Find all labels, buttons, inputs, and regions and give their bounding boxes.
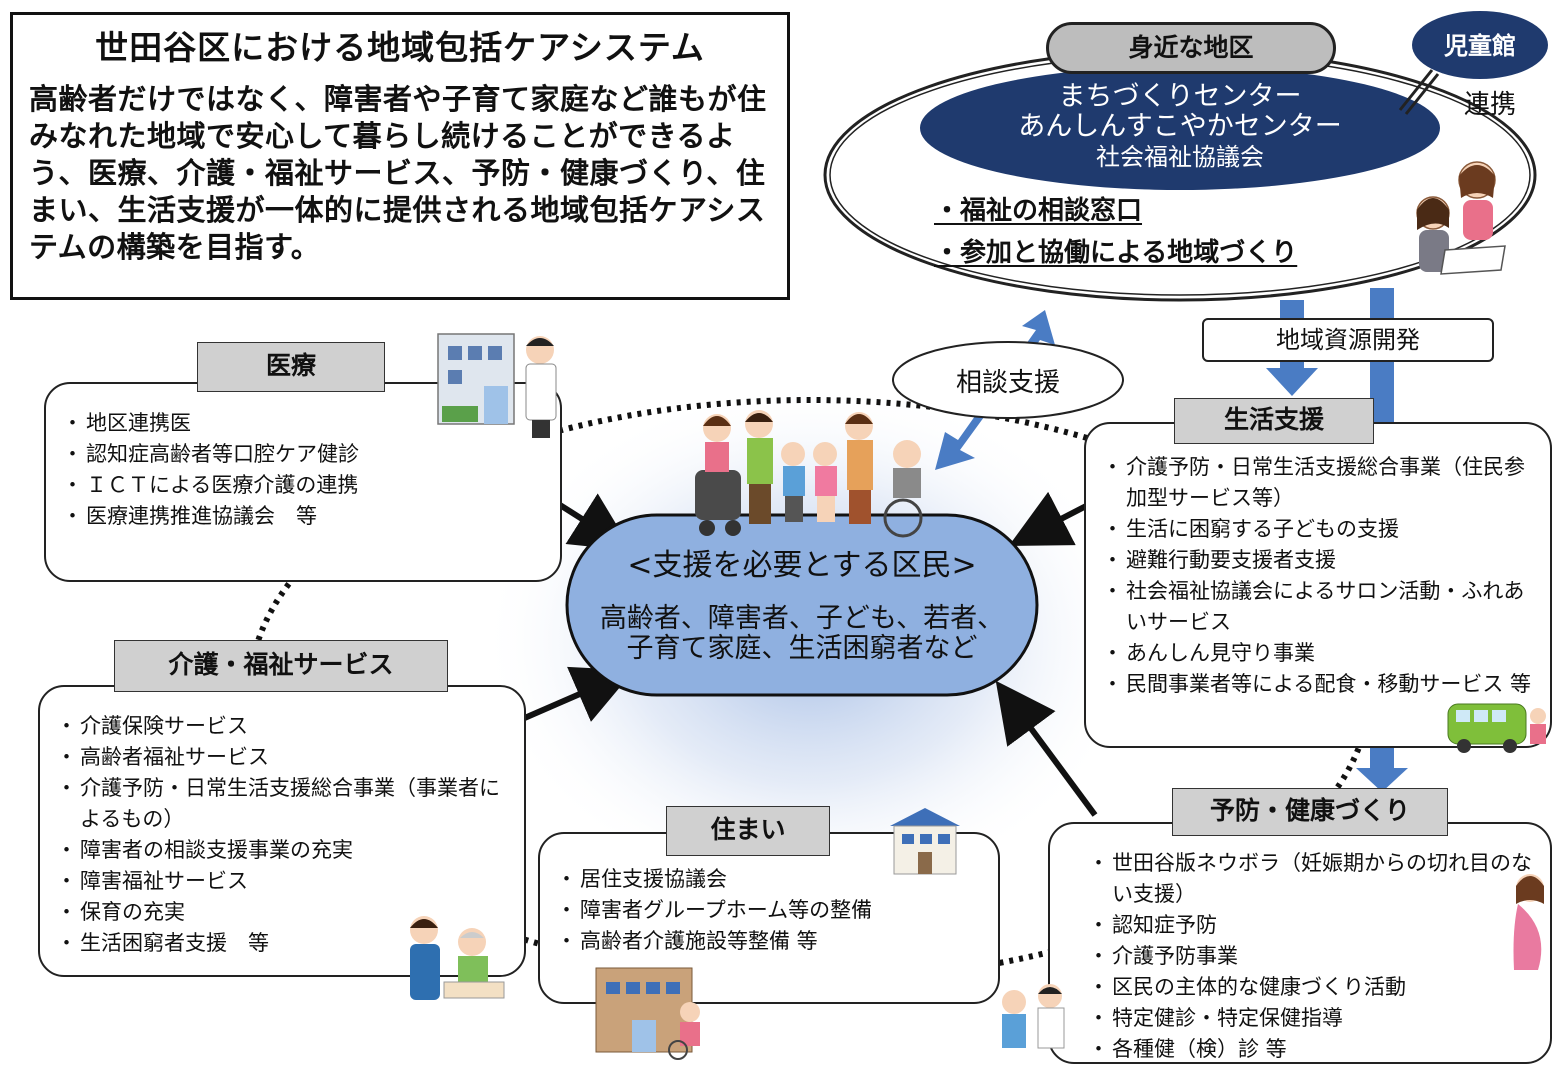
district-centers: まちづくりセンター あんしんすこやかセンター 社会福祉協議会 bbox=[960, 82, 1400, 172]
caregiver-icon bbox=[410, 916, 505, 1000]
center-machizukuri: まちづくりセンター bbox=[1058, 81, 1302, 112]
arrow-seikatsu bbox=[1008, 491, 1090, 547]
sumai-label: 住まい bbox=[666, 806, 830, 856]
seikatsu-item: 生活に困窮する子どもの支援 bbox=[1102, 514, 1542, 545]
center-body-line2: 子育て家庭、生活困窮者など bbox=[626, 633, 978, 664]
bus-icon bbox=[1447, 703, 1546, 753]
sumai-item: 高齢者介護施設等整備 等 bbox=[556, 926, 872, 957]
district-item-soudan: ・福祉の相談窓口 bbox=[934, 196, 1143, 226]
yobo-item: 特定健診・特定保健指導 bbox=[1088, 1003, 1544, 1034]
soudan-ellipse bbox=[892, 341, 1124, 419]
center-anshin: あんしんすこやかセンター bbox=[1018, 111, 1342, 142]
yobo-item: 認知症予防 bbox=[1088, 910, 1544, 941]
center-body: 高齢者、障害者、子ども、若者、 子育て家庭、生活困窮者など bbox=[567, 604, 1037, 664]
kaigo-item: 保育の充実 bbox=[56, 897, 516, 928]
renkei-label: 連携 bbox=[1464, 90, 1517, 120]
iryo-box: 地区連携医 認知症高齢者等口腔ケア健診 ＩＣＴによる医療介護の連携 医療連携推進… bbox=[44, 382, 562, 582]
yobo-item: 介護予防事業 bbox=[1088, 941, 1544, 972]
jidokan-label: 児童館 bbox=[1444, 32, 1516, 60]
kaigo-item: 生活困窮者支援 等 bbox=[56, 928, 516, 959]
care-facility-icon bbox=[595, 967, 700, 1060]
seikatsu-list: 介護予防・日常生活支援総合事業（住民参加型サービス等） 生活に困窮する子どもの支… bbox=[1102, 452, 1542, 700]
intro-title: 世田谷区における地域包括ケアシステム bbox=[95, 28, 705, 67]
yobo-box: 世田谷版ネウボラ（妊娠期からの切れ目のない支援） 認知症予防 介護予防事業 区民… bbox=[1048, 822, 1552, 1065]
intro-body: 高齢者だけではなく、障害者や子育て家庭など誰もが住みなれた地域で安心して暮らし続… bbox=[29, 82, 767, 264]
arrow-yobo bbox=[995, 680, 1098, 817]
center-body-line1: 高齢者、障害者、子ども、若者、 bbox=[599, 603, 1005, 634]
kaigo-item: 介護保険サービス bbox=[56, 711, 516, 742]
yobo-item: 区民の主体的な健康づくり活動 bbox=[1088, 972, 1544, 1003]
seikatsu-item: 避難行動要支援者支援 bbox=[1102, 545, 1542, 576]
arrow-kaigo bbox=[518, 666, 635, 723]
seikatsu-item: あんしん見守り事業 bbox=[1102, 638, 1542, 669]
family-icon bbox=[695, 410, 923, 538]
kaigo-item: 高齢者福祉サービス bbox=[56, 742, 516, 773]
pregnant-woman-icon bbox=[1513, 874, 1544, 970]
consultation-people-icon bbox=[1416, 161, 1506, 275]
kaigo-box: 介護保険サービス 高齢者福祉サービス 介護予防・日常生活支援総合事業（事業者によ… bbox=[38, 685, 526, 977]
kaigo-item: 障害者の相談支援事業の充実 bbox=[56, 835, 516, 866]
iryo-item: ＩＣＴによる医療介護の連携 bbox=[62, 470, 359, 501]
yobo-item: 世田谷版ネウボラ（妊娠期からの切れ目のない支援） bbox=[1088, 848, 1544, 910]
seikatsu-item: 介護予防・日常生活支援総合事業（住民参加型サービス等） bbox=[1102, 452, 1542, 514]
district-center-ellipse bbox=[920, 66, 1440, 190]
kaigo-item: 介護予防・日常生活支援総合事業（事業者によるもの） bbox=[56, 773, 516, 835]
seikatsu-item: 社会福祉協議会によるサロン活動・ふれあいサービス bbox=[1102, 576, 1542, 638]
seikatsu-box: 介護予防・日常生活支援総合事業（住民参加型サービス等） 生活に困窮する子どもの支… bbox=[1084, 422, 1552, 748]
iryo-item: 認知症高齢者等口腔ケア健診 bbox=[62, 439, 359, 470]
iryo-label: 医療 bbox=[197, 342, 385, 392]
center-title: <支援を必要とする区民> bbox=[627, 548, 977, 583]
yobo-item: 各種健（検）診 等 bbox=[1088, 1034, 1544, 1065]
iryo-item: 地区連携医 bbox=[62, 408, 359, 439]
sumai-item: 居住支援協議会 bbox=[556, 864, 872, 895]
iryo-item: 医療連携推進協議会 等 bbox=[62, 501, 359, 532]
sumai-item: 障害者グループホーム等の整備 bbox=[556, 895, 872, 926]
sumai-list: 居住支援協議会 障害者グループホーム等の整備 高齢者介護施設等整備 等 bbox=[556, 864, 872, 957]
seikatsu-label: 生活支援 bbox=[1174, 398, 1374, 444]
kaigo-list: 介護保険サービス 高齢者福祉サービス 介護予防・日常生活支援総合事業（事業者によ… bbox=[56, 711, 516, 959]
district-label: 身近な地区 bbox=[1046, 22, 1336, 74]
arrow-to-yobo bbox=[1356, 748, 1408, 792]
center-shakyo: 社会福祉協議会 bbox=[1096, 143, 1264, 171]
jidokan-ellipse bbox=[1412, 11, 1548, 79]
doctor-patient-icon bbox=[1002, 984, 1065, 1049]
intro-box: 世田谷区における地域包括ケアシステム 高齢者だけではなく、障害者や子育て家庭など… bbox=[10, 12, 790, 300]
district-item-chiiki: ・参加と協働による地域づくり bbox=[934, 238, 1298, 268]
seikatsu-item: 民間事業者等による配食・移動サービス 等 bbox=[1102, 669, 1542, 700]
shigen-label: 地域資源開発 bbox=[1202, 318, 1494, 362]
iryo-list: 地区連携医 認知症高齢者等口腔ケア健診 ＩＣＴによる医療介護の連携 医療連携推進… bbox=[62, 408, 359, 532]
kaigo-label: 介護・福祉サービス bbox=[114, 640, 448, 692]
yobo-label: 予防・健康づくり bbox=[1172, 788, 1448, 836]
kaigo-item: 障害福祉サービス bbox=[56, 866, 516, 897]
yobo-list: 世田谷版ネウボラ（妊娠期からの切れ目のない支援） 認知症予防 介護予防事業 区民… bbox=[1088, 848, 1544, 1065]
house-icon bbox=[890, 808, 960, 875]
hospital-doctor-icon bbox=[437, 333, 557, 438]
soudan-label: 相談支援 bbox=[955, 368, 1060, 398]
